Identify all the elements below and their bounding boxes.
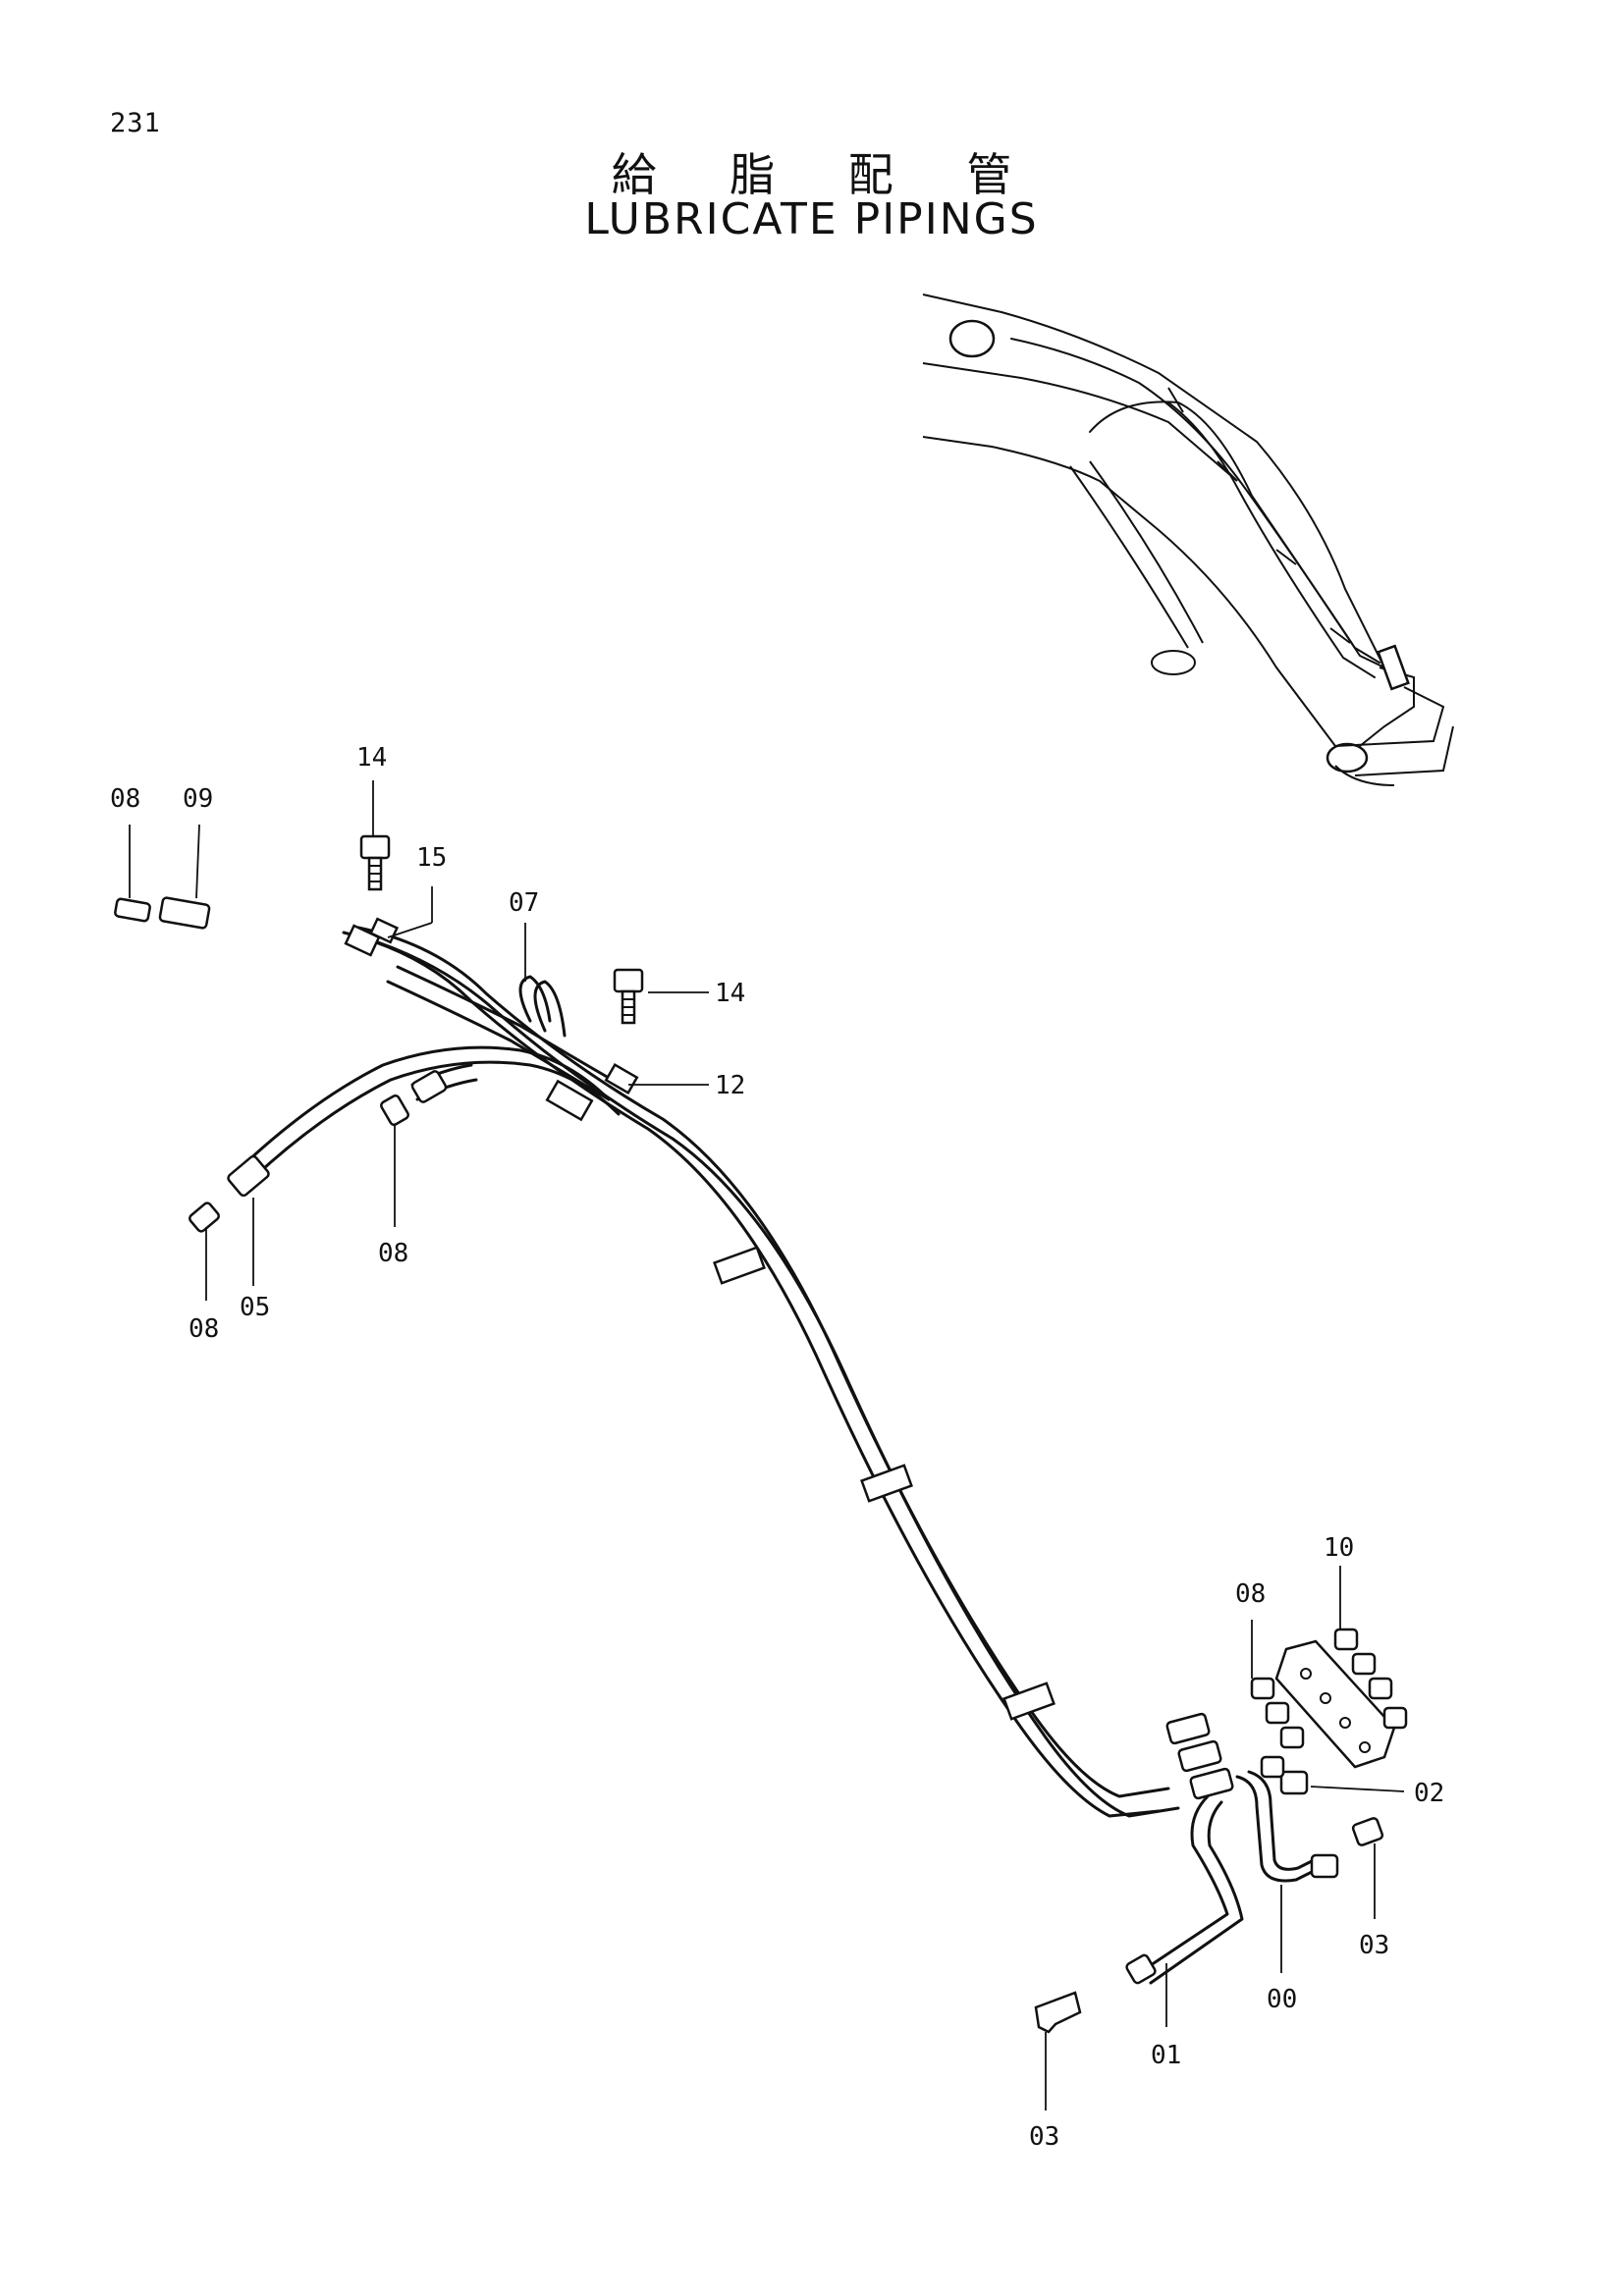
- title-japanese: 給 脂 配 管: [611, 148, 1042, 201]
- pipe-00: [1235, 1770, 1339, 1883]
- title-english: LUBRICATE PIPINGS: [584, 194, 1039, 244]
- adapter-mid-left: [410, 1070, 448, 1103]
- grease-nipple-08-mid: [380, 1094, 409, 1127]
- adapter-09: [158, 896, 211, 930]
- fitting-group-08: [1250, 1677, 1305, 1749]
- grease-nipple-03-bottom: [1034, 1991, 1082, 2034]
- distribution-block: [1274, 1639, 1396, 1769]
- grease-nipple-03-right: [1351, 1817, 1384, 1846]
- callout-12: 12: [715, 1071, 745, 1100]
- leader-lines: [129, 780, 1405, 2110]
- bolt-14-upper: [359, 834, 391, 891]
- callout-08-lower-left: 08: [189, 1314, 219, 1344]
- callout-03-bottom: 03: [1029, 2122, 1059, 2152]
- callout-07: 07: [509, 888, 539, 918]
- callout-08-right: 08: [1235, 1579, 1266, 1609]
- callout-02: 02: [1414, 1779, 1444, 1808]
- grease-nipple-08-lower-left: [188, 1201, 221, 1233]
- callout-00: 00: [1267, 1985, 1297, 2014]
- callout-labels: 08 09 14 15 07 14 12 08 05 08 10 08 02 0…: [110, 743, 1444, 2152]
- fitting-02: [1260, 1755, 1309, 1795]
- callout-14-upper: 14: [356, 743, 387, 773]
- grease-nipple-08-top-left: [114, 897, 151, 923]
- callout-09: 09: [183, 784, 213, 814]
- callout-05: 05: [240, 1293, 270, 1322]
- callout-14-lower: 14: [715, 979, 745, 1008]
- fitting-group-10: [1333, 1628, 1408, 1730]
- callout-03-right: 03: [1359, 1931, 1389, 1960]
- callout-15: 15: [416, 843, 447, 873]
- boom-overview-inset: [922, 294, 1454, 786]
- adapter-05: [227, 1154, 270, 1198]
- pipe-01: [1125, 1794, 1244, 1985]
- bolt-14-lower: [613, 968, 644, 1025]
- callout-08-mid: 08: [378, 1239, 408, 1268]
- adapter-group-right: [1165, 1712, 1234, 1800]
- callout-08-top-left: 08: [110, 784, 140, 814]
- callout-10: 10: [1324, 1533, 1354, 1563]
- callout-01: 01: [1151, 2041, 1181, 2070]
- pipe-bundle: [243, 926, 1180, 1818]
- pipe-clamps: [344, 917, 1055, 1721]
- page-number: 231: [110, 108, 161, 138]
